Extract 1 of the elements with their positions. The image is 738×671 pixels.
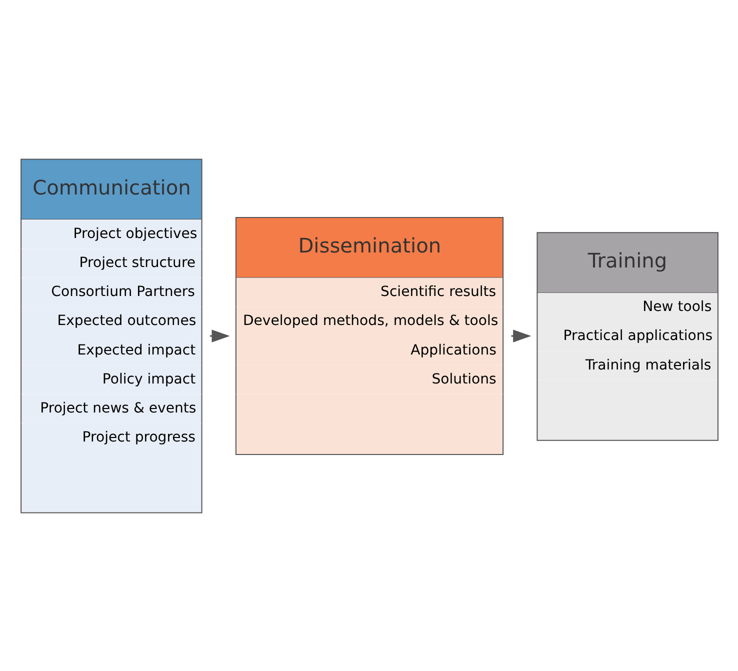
arrow bbox=[209, 329, 230, 342]
